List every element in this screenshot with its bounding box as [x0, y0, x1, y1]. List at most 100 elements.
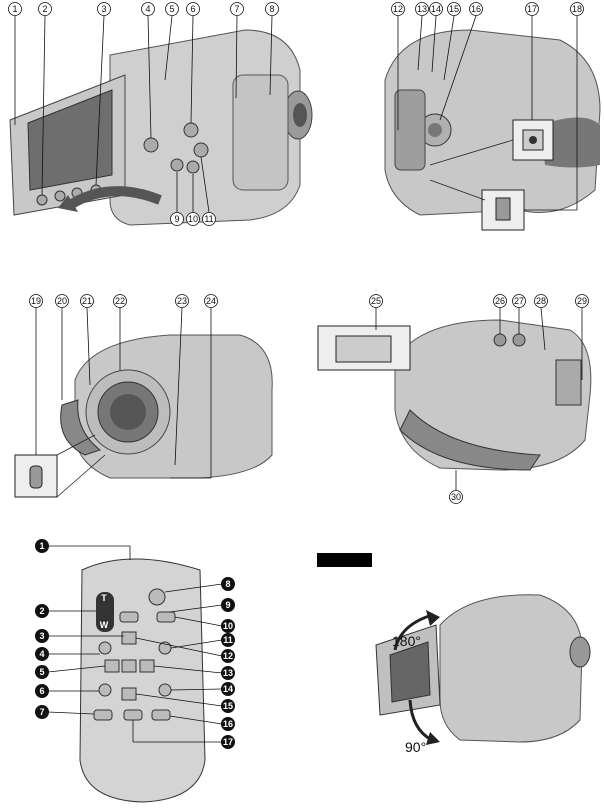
panel-lcd-rotation — [317, 553, 591, 745]
callout-10: 10 — [186, 212, 200, 226]
remote-key-9: 9 — [221, 598, 235, 612]
callout-29-text: 29 — [577, 296, 587, 306]
remote-key-14: 14 — [221, 682, 235, 696]
remote-key-17: 17 — [221, 735, 235, 749]
angle-90: 90° — [405, 739, 426, 755]
callout-21: 21 — [80, 294, 94, 308]
panel-remote — [79, 558, 206, 803]
remote-key-9-text: 9 — [225, 600, 230, 610]
remote-zoom-w: W — [100, 620, 109, 630]
callout-28: 28 — [534, 294, 548, 308]
callout-16: 16 — [469, 2, 483, 16]
remote-key-15: 15 — [221, 699, 235, 713]
callout-21-text: 21 — [82, 296, 92, 306]
callout-30: 30 — [449, 490, 463, 504]
note-label-box — [317, 553, 372, 567]
callout-19-text: 19 — [31, 296, 41, 306]
remote-key-12: 12 — [221, 649, 235, 663]
callout-6: 6 — [186, 2, 200, 16]
callout-24-text: 24 — [206, 296, 216, 306]
callout-7: 7 — [230, 2, 244, 16]
remote-key-3: 3 — [35, 629, 49, 643]
remote-key-14-text: 14 — [223, 684, 233, 694]
callout-3-text: 3 — [101, 4, 106, 14]
callout-8: 8 — [265, 2, 279, 16]
callout-2-text: 2 — [42, 4, 47, 14]
remote-key-2-text: 2 — [39, 606, 44, 616]
callout-7-text: 7 — [234, 4, 239, 14]
remote-key-16-text: 16 — [223, 719, 233, 729]
remote-key-12-text: 12 — [223, 651, 233, 661]
callout-4: 4 — [141, 2, 155, 16]
callout-14-text: 14 — [431, 4, 441, 14]
callout-28-text: 28 — [536, 296, 546, 306]
callout-22: 22 — [113, 294, 127, 308]
callout-11: 11 — [202, 212, 216, 226]
callout-29: 29 — [575, 294, 589, 308]
panel-front — [14, 334, 273, 498]
remote-key-15-text: 15 — [223, 701, 233, 711]
remote-key-8: 8 — [221, 577, 235, 591]
callout-17-text: 17 — [527, 4, 537, 14]
callout-1-text: 1 — [12, 4, 17, 14]
callout-26-text: 26 — [495, 296, 505, 306]
callout-18: 18 — [570, 2, 584, 16]
callout-30-text: 30 — [451, 492, 461, 502]
callout-12-text: 12 — [393, 4, 403, 14]
callout-27-text: 27 — [514, 296, 524, 306]
callout-lines-e — [47, 545, 223, 743]
callout-26: 26 — [493, 294, 507, 308]
remote-key-13: 13 — [221, 666, 235, 680]
callout-15: 15 — [447, 2, 461, 16]
callout-5: 5 — [165, 2, 179, 16]
callout-11-text: 11 — [204, 214, 213, 224]
remote-key-5: 5 — [35, 665, 49, 679]
remote-key-1-text: 1 — [39, 541, 44, 551]
callout-20-text: 20 — [57, 296, 67, 306]
callout-4-text: 4 — [145, 4, 150, 14]
callout-3: 3 — [97, 2, 111, 16]
callout-lines-c — [35, 307, 212, 479]
panel-lcd-open — [9, 29, 313, 226]
remote-key-6-text: 6 — [39, 686, 44, 696]
callout-15-text: 15 — [449, 4, 459, 14]
remote-key-10: 10 — [221, 619, 235, 633]
remote-key-1: 1 — [35, 539, 49, 553]
remote-key-7-text: 7 — [39, 707, 44, 717]
remote-key-6: 6 — [35, 684, 49, 698]
remote-key-2: 2 — [35, 604, 49, 618]
callout-2: 2 — [38, 2, 52, 16]
remote-key-11-text: 11 — [223, 635, 233, 645]
callout-22-text: 22 — [115, 296, 125, 306]
callout-27: 27 — [512, 294, 526, 308]
callout-6-text: 6 — [190, 4, 195, 14]
callout-12: 12 — [391, 2, 405, 16]
remote-key-16: 16 — [221, 717, 235, 731]
callout-25-text: 25 — [371, 296, 381, 306]
callout-5-text: 5 — [169, 4, 174, 14]
remote-key-10-text: 10 — [223, 621, 233, 631]
callout-9-text: 9 — [174, 214, 179, 224]
callout-20: 20 — [55, 294, 69, 308]
callout-1: 1 — [8, 2, 22, 16]
callout-19: 19 — [29, 294, 43, 308]
panel-bottom — [317, 319, 592, 471]
callout-lines-a — [14, 15, 273, 213]
remote-key-8-text: 8 — [225, 579, 230, 589]
callout-13-text: 13 — [417, 4, 427, 14]
remote-zoom-t: T — [101, 593, 107, 603]
callout-10-text: 10 — [188, 214, 198, 224]
remote-key-3-text: 3 — [39, 631, 44, 641]
panel-rear — [384, 29, 601, 231]
callout-17: 17 — [525, 2, 539, 16]
callout-lines-b — [397, 15, 578, 211]
callout-14: 14 — [429, 2, 443, 16]
remote-key-4-text: 4 — [39, 649, 44, 659]
callout-23: 23 — [175, 294, 189, 308]
callout-24: 24 — [204, 294, 218, 308]
callout-lines-d — [375, 307, 583, 490]
remote-key-13-text: 13 — [223, 668, 233, 678]
